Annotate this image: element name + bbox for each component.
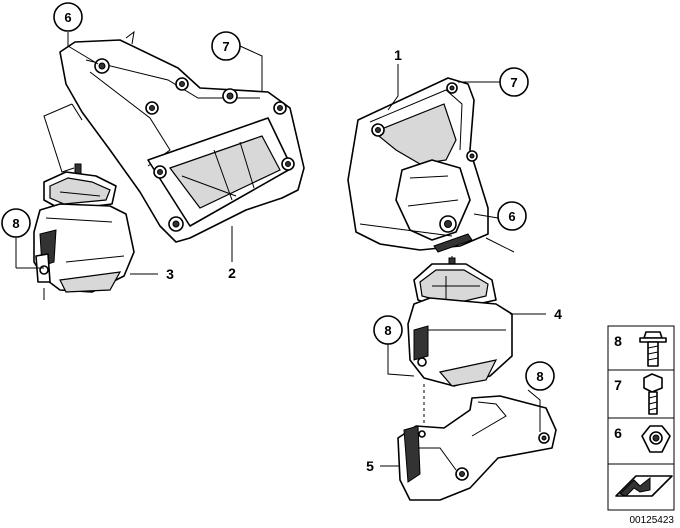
engine-mount-right [407,256,513,387]
callout-6-top: 6 [53,2,83,32]
leader-lines [15,32,546,467]
callout-7-top-text: 7 [222,39,229,54]
legend-number-6: 6 [614,425,622,441]
image-number: 00125423 [630,515,675,526]
mount-bracket-lower [397,384,557,501]
part-number-2: 2 [228,265,236,281]
callout-6-right: 6 [497,201,527,231]
callout-7-right-text: 7 [510,75,517,90]
callout-6-right-text: 6 [508,209,515,224]
bolt-flange-icon [639,331,667,367]
callout-8-left-text: 8 [12,216,19,231]
part-number-4: 4 [554,306,562,322]
hex-nut-icon [641,425,671,453]
callout-7-top: 7 [211,31,241,61]
callout-8-mid: 8 [373,315,403,345]
part-number-1: 1 [394,47,402,63]
callout-7-right: 7 [499,67,529,97]
callout-8-left: 8 [1,208,31,238]
callout-6-top-text: 6 [64,10,71,25]
part-number-3: 3 [166,266,174,282]
bolt-hex-icon [643,373,663,415]
arrow-plate-icon [615,475,673,497]
legend-number-8: 8 [614,333,622,349]
legend-number-7: 7 [614,377,622,393]
engine-bracket-right [347,77,489,253]
callout-8-bottom: 8 [525,361,555,391]
fastener-legend: 8 7 6 [607,325,675,511]
callout-8-bottom-text: 8 [536,369,543,384]
part-number-5: 5 [366,458,374,474]
engine-mount-left [33,163,135,293]
engine-bracket-left [59,30,305,243]
callout-8-mid-text: 8 [384,323,391,338]
